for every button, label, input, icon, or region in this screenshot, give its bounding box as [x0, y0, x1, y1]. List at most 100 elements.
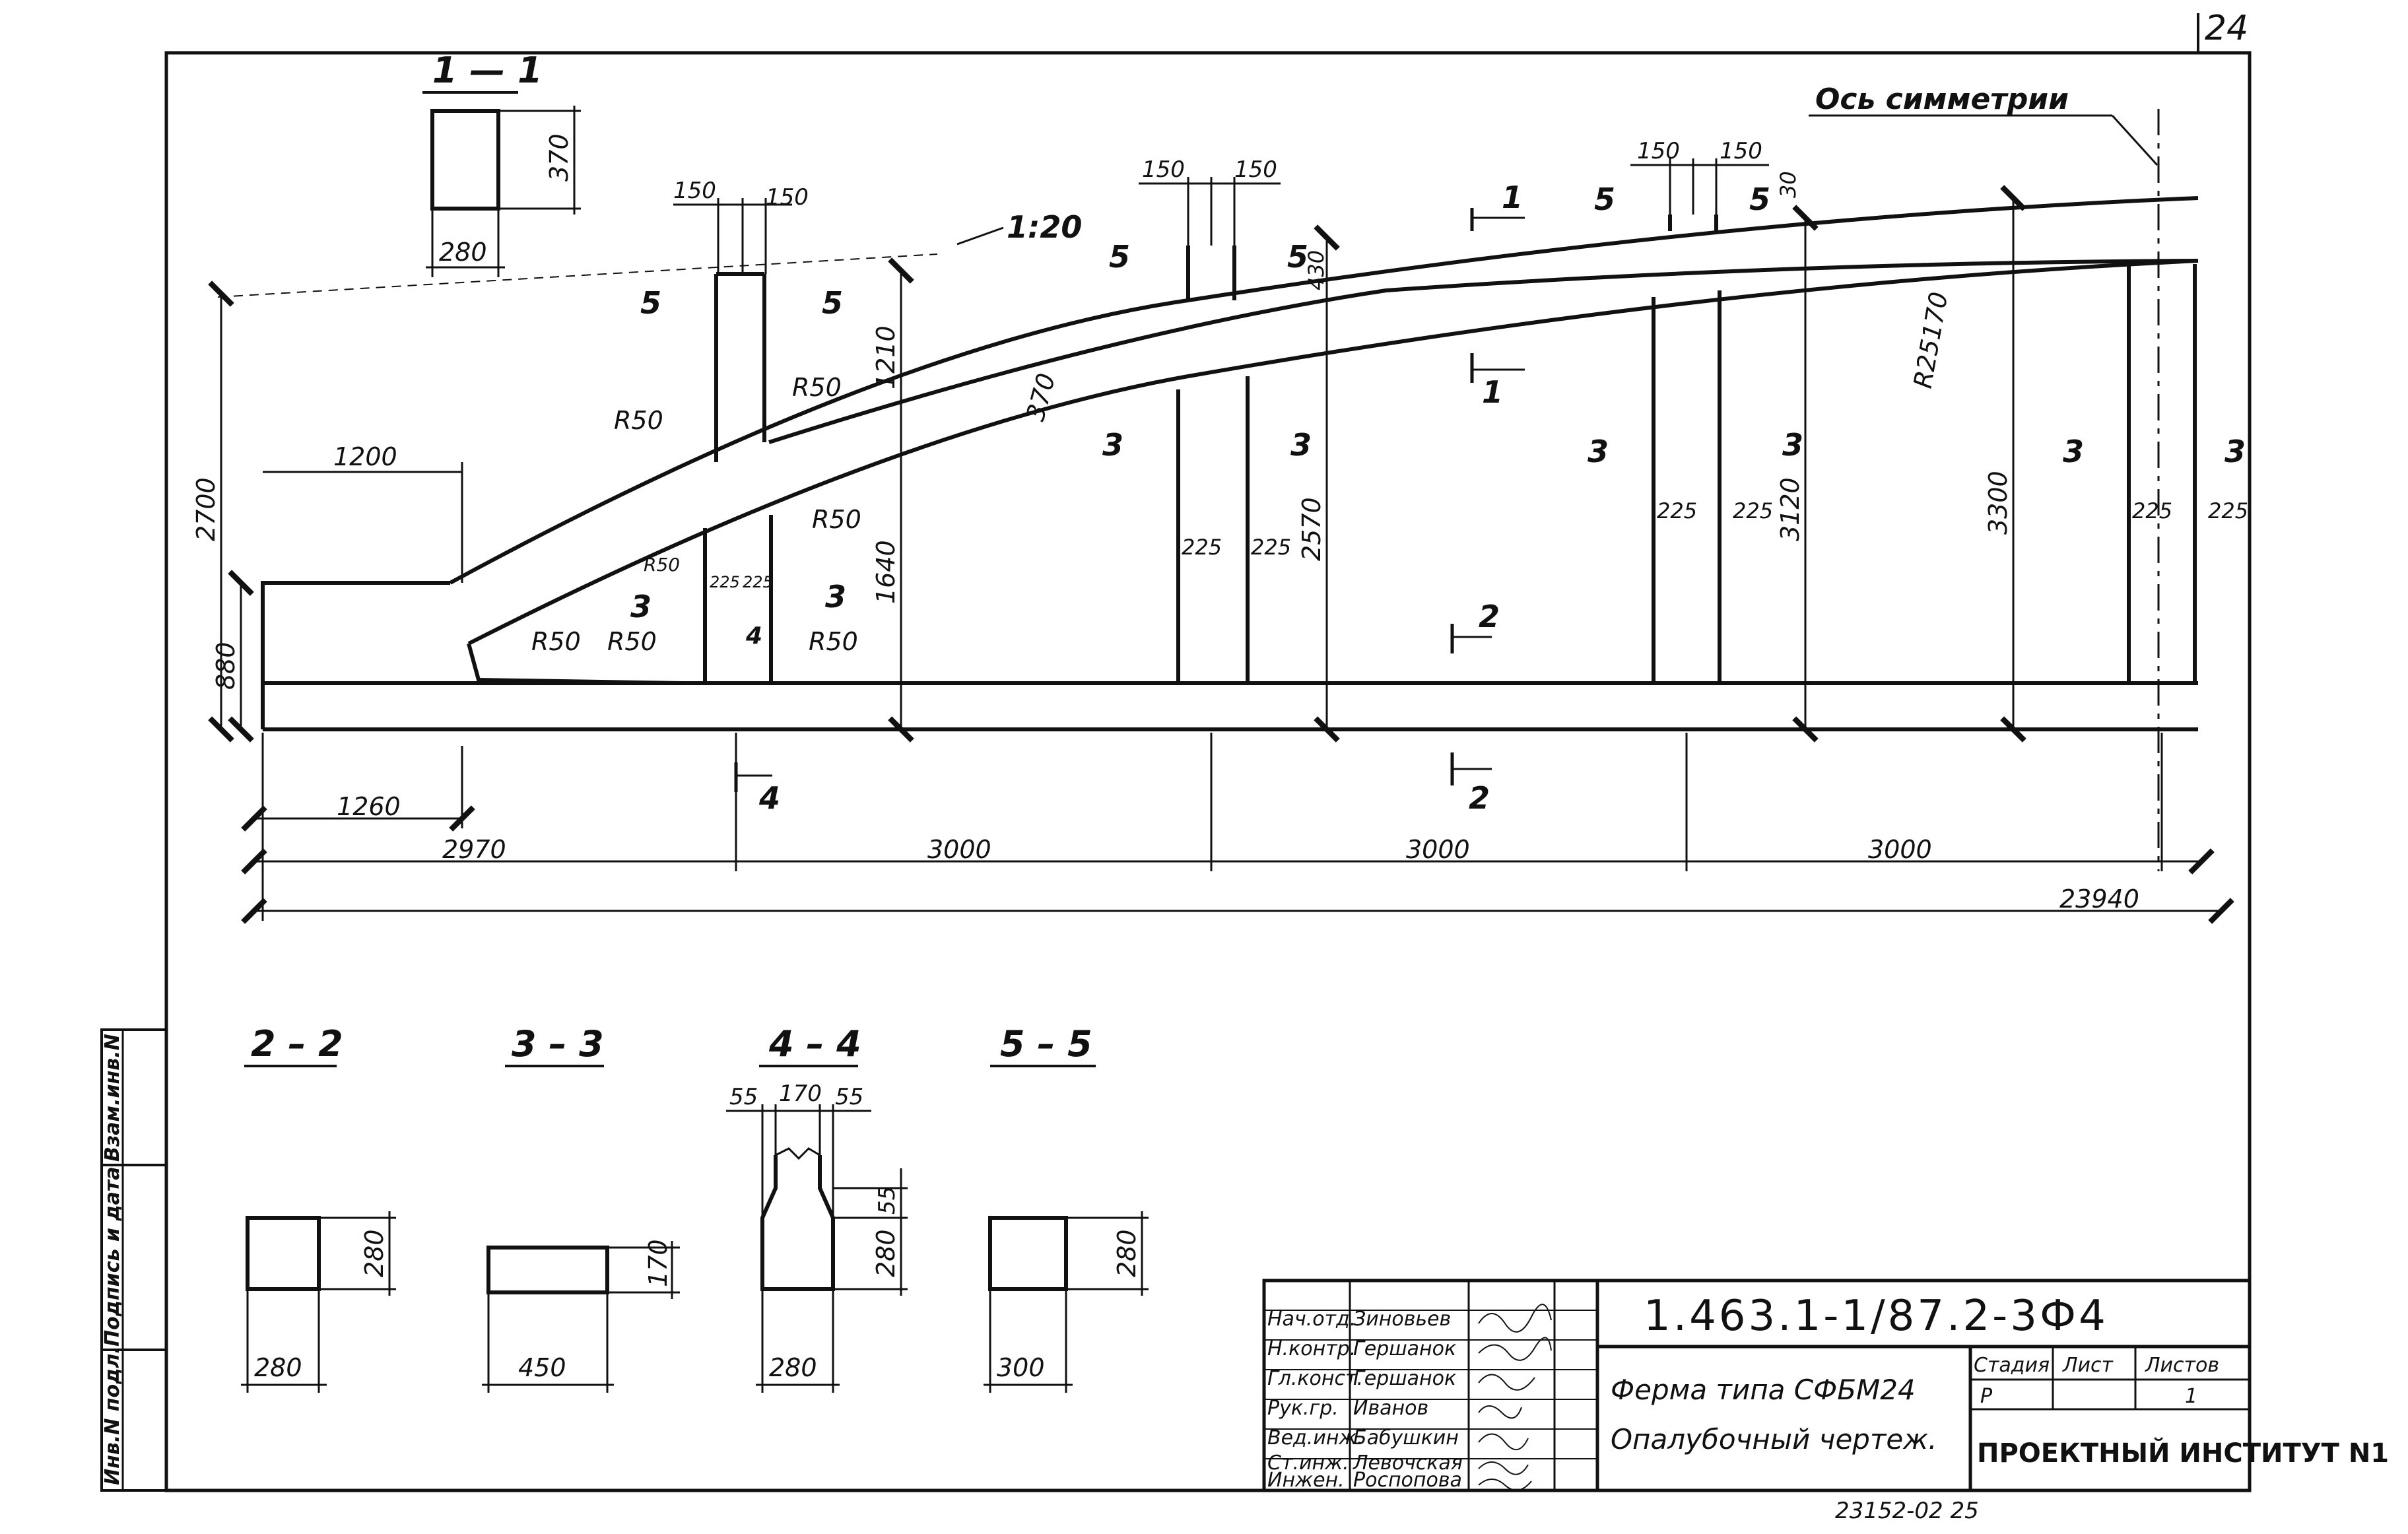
dim-880: 880: [211, 642, 240, 690]
section-1-1: 1 — 1 370 280: [422, 50, 581, 277]
top-dims: [673, 158, 1769, 274]
side-stamp-sign: Подпись и дата: [101, 1167, 124, 1347]
vertical-dimensions: [208, 185, 2026, 743]
section-3-3: 3 – 3 170 450: [482, 1023, 680, 1393]
sheets-label: Листов: [2145, 1354, 2219, 1377]
mark-2-bottom: 2: [1469, 780, 1490, 816]
sheet-frame: 24: [164, 9, 2252, 1492]
dim-3000-c: 3000: [1868, 835, 1932, 864]
role-5: Вед.инж.: [1267, 1426, 1363, 1450]
fillet-label-5: R50: [531, 627, 581, 656]
section-5-5-height: 280: [1112, 1229, 1141, 1277]
dim-2700: 2700: [191, 477, 220, 541]
dim-430: 430: [1304, 250, 1329, 290]
dim-1200: 1200: [333, 442, 397, 471]
dim-30: 30: [1776, 171, 1801, 198]
dim-225-a: 225: [710, 573, 740, 591]
section-2-2-height: 280: [360, 1229, 389, 1277]
section-marks: 1 1 2 2 4 4 5 5 5 5 5 5 3 3 3 3 3 3 3 3: [630, 180, 2246, 816]
mark-1-mid: 1: [1482, 374, 1503, 410]
role-6: Ст.инж.: [1267, 1451, 1349, 1475]
fillet-labels: R50 R50 R50 R50 R50 R50 R50: [531, 373, 861, 656]
dim-3000-b: 3000: [1406, 835, 1470, 864]
mark-4-mid: 4: [745, 622, 762, 650]
section-4-4-top-right: 55: [835, 1084, 863, 1110]
fillet-label-1: R50: [614, 406, 663, 435]
role-3: Гл.конст.: [1267, 1367, 1363, 1390]
mark-3-e: 3: [1588, 434, 1609, 469]
symmetry-axis: Ось симметрии: [1809, 83, 2160, 871]
section-2-2-width: 280: [254, 1353, 302, 1382]
name-7: Роспопова: [1353, 1469, 1462, 1492]
section-1-1-height: 370: [545, 133, 574, 182]
section-5-5: 5 – 5 280 300: [984, 1023, 1149, 1393]
role-7: Инжен.: [1267, 1469, 1345, 1492]
side-stamp-replace: Взам.инв.N: [101, 1034, 124, 1162]
section-4-4-h2: 280: [871, 1229, 900, 1277]
section-4-4: 4 – 4 55 170 55 55 280 280: [726, 1023, 908, 1393]
sheet-label: Лист: [2062, 1354, 2114, 1377]
mark-5-d: 5: [1287, 239, 1308, 275]
stage-value: Р: [1980, 1385, 1993, 1408]
dim-225-b: 225: [743, 573, 773, 591]
mark-3-a: 3: [630, 589, 652, 624]
sheets-value: 1: [2185, 1385, 2197, 1408]
drawing-name-1: Ферма типа СФБМ24: [1611, 1374, 1916, 1406]
fillet-label-4: R50: [644, 554, 680, 576]
section-3-3-title: 3 – 3: [512, 1023, 604, 1065]
dim-225-c: 225: [1182, 535, 1222, 560]
section-5-5-title: 5 – 5: [1000, 1023, 1092, 1065]
mark-2-mid: 2: [1479, 599, 1500, 634]
name-6: Левочская: [1353, 1451, 1463, 1475]
fillet-label-7: R50: [809, 627, 858, 656]
dim-225-d: 225: [1251, 535, 1291, 560]
mark-3-g: 3: [2063, 434, 2084, 469]
mark-1-top: 1: [1502, 180, 1523, 215]
dim-1640: 1640: [871, 540, 900, 604]
mark-3-f: 3: [1782, 427, 1803, 463]
dim-1260: 1260: [337, 792, 401, 821]
role-2: Н.контр.: [1267, 1337, 1356, 1360]
dim-150-c: 150: [1142, 156, 1185, 183]
section-4-4-h1: 55: [874, 1186, 900, 1215]
dim-150-b: 150: [766, 184, 809, 211]
mark-5-e: 5: [1594, 182, 1615, 217]
truss-outline: [261, 196, 2199, 731]
section-4-4-top-left: 55: [729, 1084, 758, 1110]
section-1-1-title: 1 — 1: [432, 50, 543, 91]
mark-5-f: 5: [1749, 182, 1770, 217]
sheet-number: 24: [2205, 9, 2248, 48]
designation: 1.463.1-1/87.2-3Ф4: [1644, 1292, 2108, 1341]
mark-3-b: 3: [825, 579, 846, 615]
dim-3000-a: 3000: [927, 835, 991, 864]
section-3-3-height: 170: [644, 1239, 673, 1287]
dim-225-e: 225: [1657, 498, 1697, 523]
section-2-2: 2 – 2 280 280: [241, 1023, 396, 1393]
dim-1210: 1210: [871, 325, 900, 389]
dim-2570: 2570: [1297, 497, 1326, 561]
fillet-label-2: R50: [792, 373, 842, 402]
bottom-dimensions: [241, 462, 2234, 924]
dim-225-g: 225: [2132, 498, 2172, 523]
dim-2970: 2970: [442, 835, 506, 864]
section-3-3-width: 450: [518, 1353, 566, 1382]
name-4: Иванов: [1353, 1397, 1428, 1420]
institute: ПРОЕКТНЫЙ ИНСТИТУТ N1: [1977, 1437, 2389, 1469]
dim-150-d: 150: [1234, 156, 1277, 183]
name-5: Бабушкин: [1353, 1426, 1459, 1450]
dim-225-h: 225: [2208, 498, 2248, 523]
fillet-label-6: R50: [607, 627, 657, 656]
bottom-stamp: 23152-02 25: [1835, 1498, 1979, 1524]
dim-370: 370: [1020, 370, 1061, 424]
dim-3120: 3120: [1776, 477, 1805, 541]
slope-value: 1:20: [1007, 209, 1082, 245]
name-2: Гершанок: [1353, 1337, 1456, 1360]
role-1: Нач.отд.: [1267, 1308, 1356, 1331]
dim-3300: 3300: [1984, 471, 2013, 535]
side-stamp: Инв.N подл. Подпись и дата Взам.инв.N: [100, 1028, 168, 1492]
drawing-name-2: Опалубочный чертеж.: [1611, 1423, 1937, 1455]
section-1-1-width: 280: [439, 238, 487, 267]
mark-3-d: 3: [1290, 427, 1312, 463]
symmetry-axis-label: Ось симметрии: [1815, 83, 2069, 116]
